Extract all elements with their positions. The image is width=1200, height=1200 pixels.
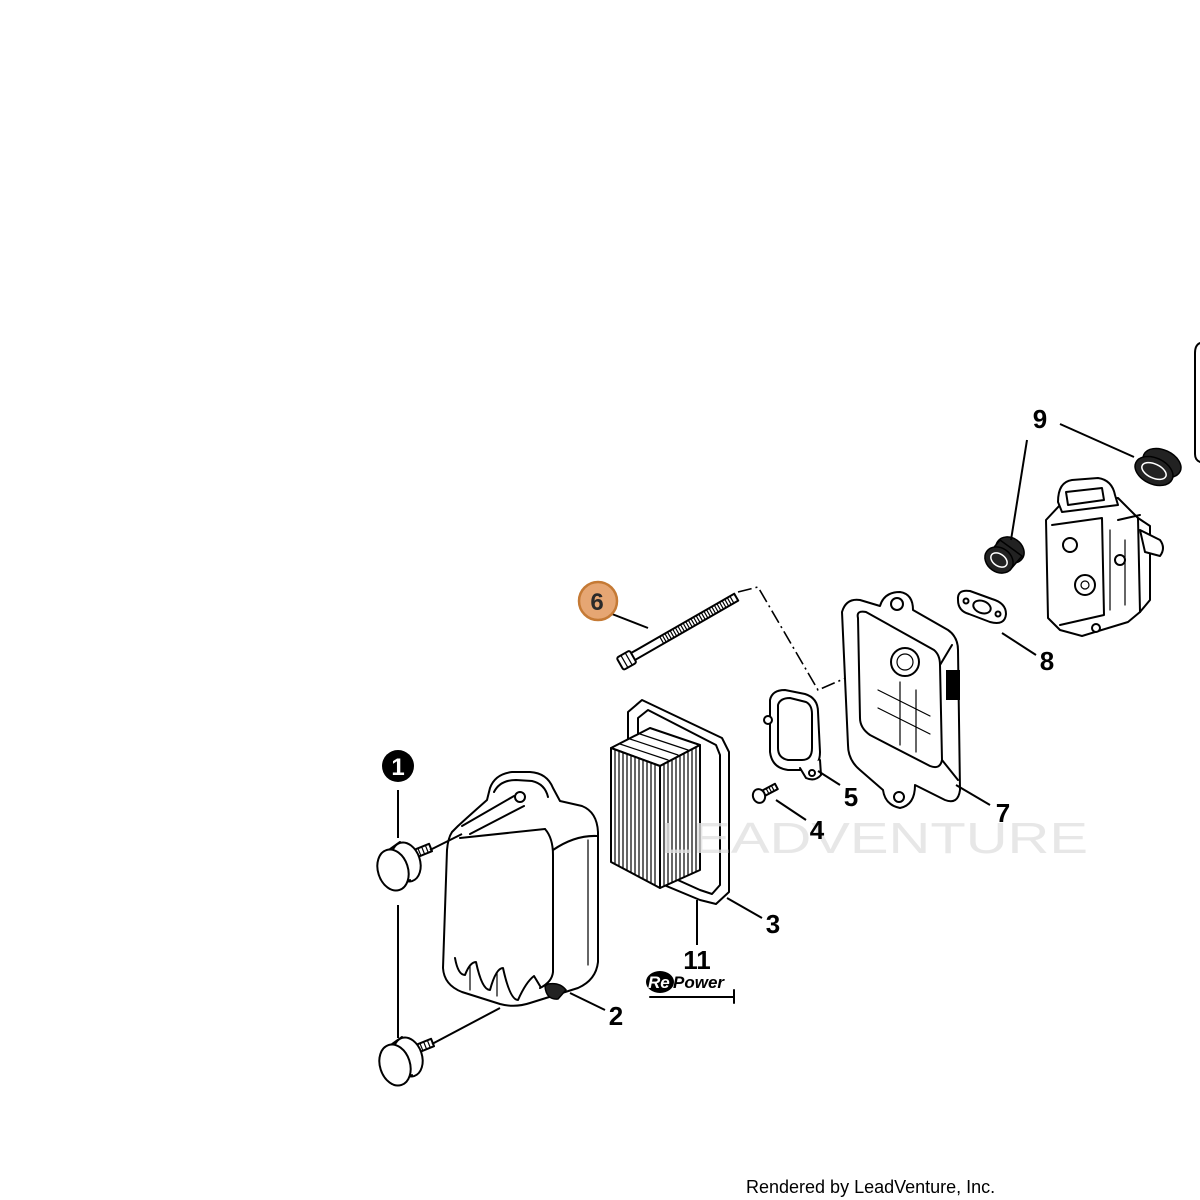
callout-11-label: 11 (683, 945, 711, 975)
base-side-flange (946, 670, 960, 700)
long-bolt (616, 592, 740, 671)
callout-8-label: 8 (1040, 646, 1054, 676)
callout-8[interactable]: 8 (1040, 646, 1054, 676)
callout-7[interactable]: 7 (996, 798, 1010, 828)
callout-6-selected[interactable]: 6 (577, 580, 619, 622)
leader-7 (955, 784, 991, 806)
callout-6-highlight (579, 582, 617, 620)
cover-mount-hole (514, 791, 526, 803)
air-filter-cover (442, 771, 599, 1007)
callout-5[interactable]: 5 (844, 782, 858, 812)
callout-4-label: 4 (810, 815, 825, 845)
leader-1-upper (429, 833, 463, 851)
repower-logo: Re Power (646, 971, 735, 1004)
pleated-filter-element (610, 727, 701, 889)
repower-logo-power: Power (673, 973, 725, 992)
grommet-lower (984, 536, 1025, 574)
repower-badge (646, 971, 674, 993)
repower-logo-re: Re (648, 973, 670, 992)
knob-upper (376, 841, 434, 892)
callout-1-label: 1 (391, 754, 404, 781)
gasket (956, 589, 1007, 624)
leader-6 (611, 613, 649, 629)
callout-6-label: 6 (590, 589, 603, 616)
base-top-hole (890, 597, 904, 611)
callout-1[interactable]: 1 (382, 750, 414, 782)
leadventure-watermark: LEADVENTURE (660, 814, 1088, 863)
leader-3 (726, 897, 763, 919)
callout-2-label: 2 (609, 1001, 623, 1031)
knob-lower (378, 1036, 436, 1087)
bolt-alignment-line (737, 586, 863, 692)
grommet-upper (1134, 447, 1182, 487)
callout-5-label: 5 (844, 782, 858, 812)
leader-1-lower (431, 1007, 501, 1045)
repower-arrow (649, 989, 735, 1004)
leader-4 (775, 799, 807, 821)
callout-3[interactable]: 3 (766, 909, 780, 939)
vent-cover (763, 689, 822, 781)
carburetor (1045, 477, 1164, 637)
callout-2[interactable]: 2 (609, 1001, 623, 1031)
base-bottom-hole (893, 791, 905, 803)
leader-9-upper (1059, 423, 1135, 458)
render-credit: Rendered by LeadVenture, Inc. (746, 1177, 995, 1197)
callout-6-ring (577, 580, 619, 622)
edge-frame-fragment (1194, 342, 1200, 463)
leader-9-lower (1010, 439, 1028, 541)
leader-8 (1001, 632, 1037, 656)
base-intake-hole (890, 647, 920, 677)
callout-11[interactable]: 11 (683, 945, 711, 975)
callout-9[interactable]: 9 (1033, 404, 1047, 434)
bolt-head (616, 650, 637, 671)
callout-9-label: 9 (1033, 404, 1047, 434)
air-filter-base (841, 591, 961, 809)
cover-latch (544, 982, 567, 1000)
leader-5 (817, 770, 841, 786)
callout-7-label: 7 (996, 798, 1010, 828)
small-screw (751, 782, 779, 804)
carburetor-lever (1139, 529, 1164, 557)
callout-3-label: 3 (766, 909, 780, 939)
callout-1-badge (382, 750, 414, 782)
callout-4[interactable]: 4 (810, 815, 825, 845)
leader-2 (569, 992, 606, 1011)
